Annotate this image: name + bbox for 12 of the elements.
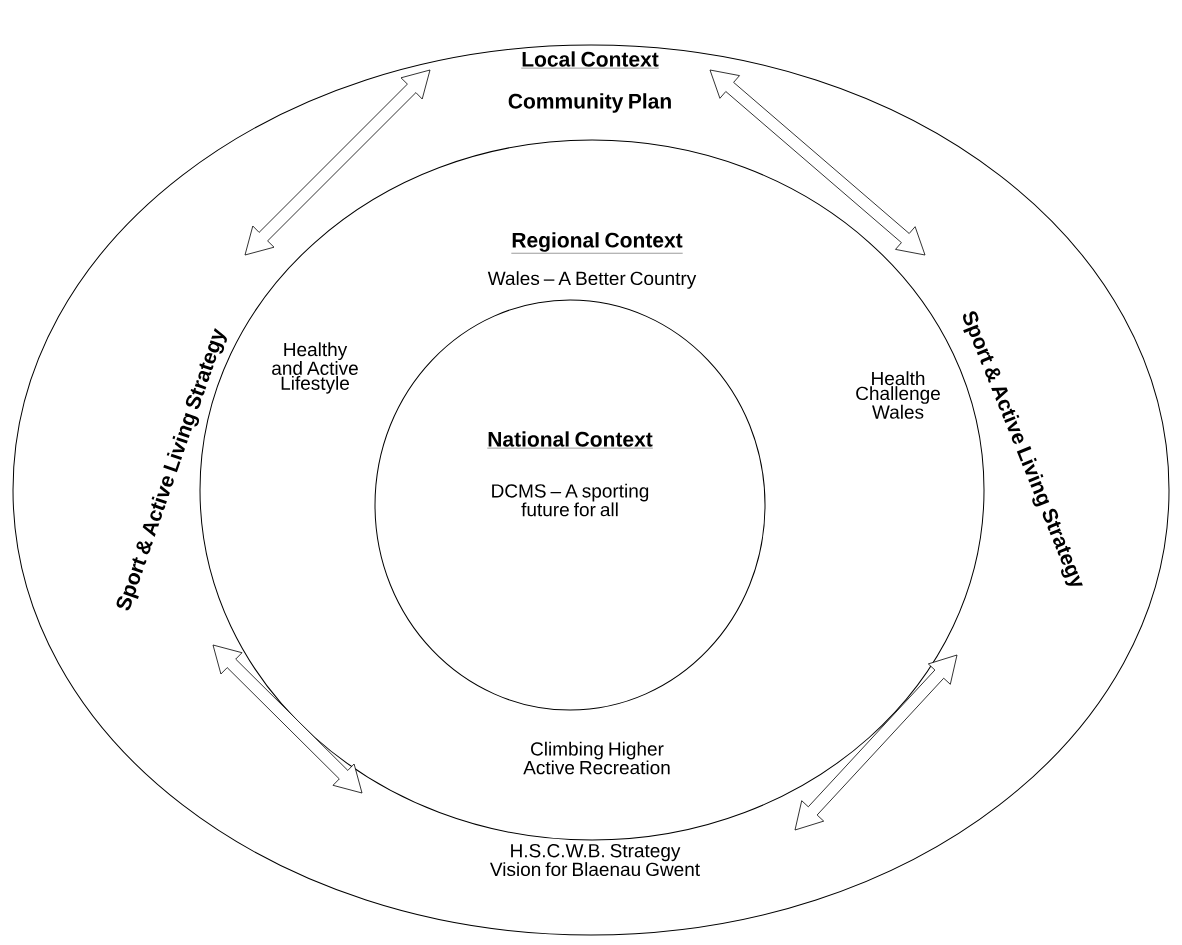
context-label: Healthy and Active Lifestyle [272, 342, 358, 394]
context-label: Health Challenge Wales [856, 371, 940, 419]
context-ellipse [374, 299, 766, 711]
context-ellipse [12, 44, 1170, 936]
context-label: Wales – A Better Country [487, 271, 697, 289]
heading: National Context [487, 431, 653, 449]
heading: Local Context [521, 51, 659, 69]
context-label: DCMS – A sporting future for all [492, 483, 649, 517]
context-label: H.S.C.W.B. Strategy Vision for Blaenau Gwent [490, 843, 700, 877]
strategy-label: Community Plan [508, 93, 671, 113]
heading: Regional Context [511, 232, 683, 254]
context-label: Climbing Higher Active Recreation [523, 741, 670, 775]
